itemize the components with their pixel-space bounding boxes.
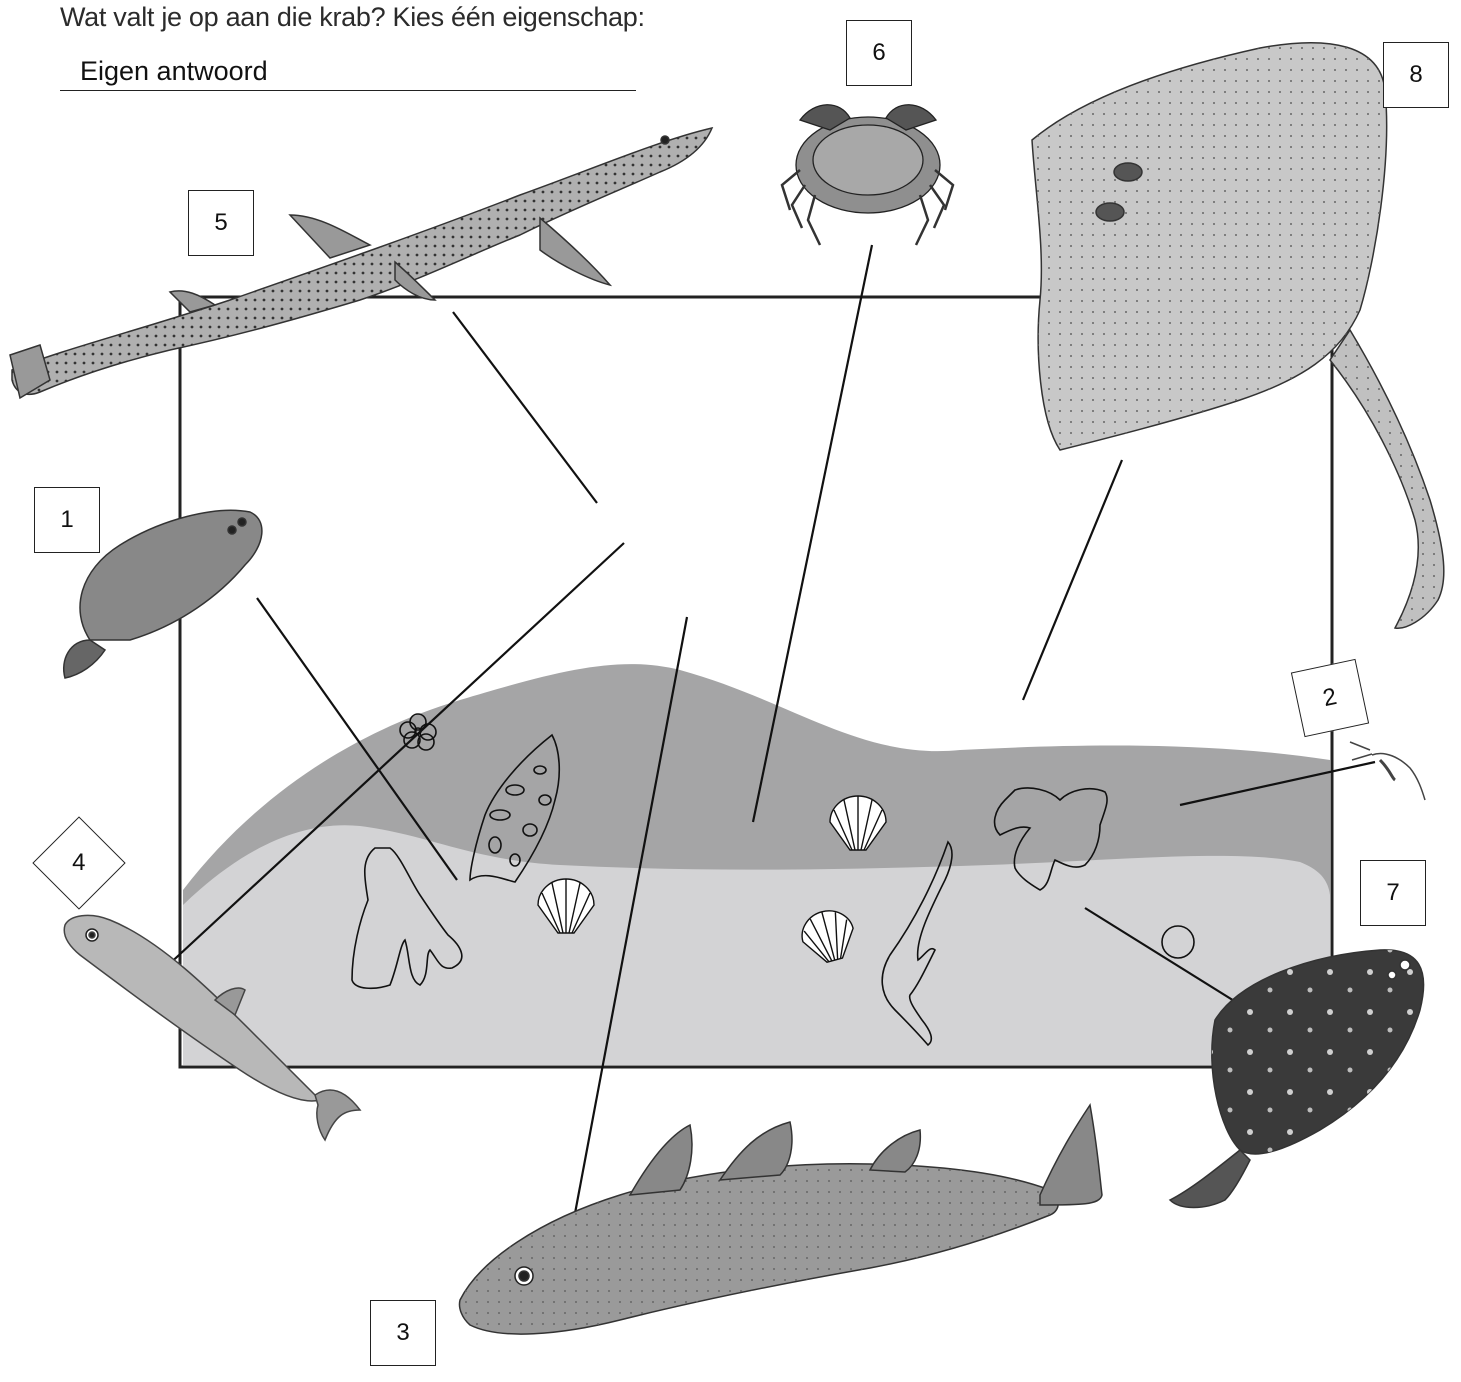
label-box-2[interactable]: 2 (1291, 659, 1369, 737)
label-box-6[interactable]: 6 (846, 20, 912, 86)
shrimp-icon (1350, 742, 1425, 800)
label-box-1[interactable]: 1 (34, 487, 100, 553)
label-5: 5 (214, 209, 227, 237)
crab-icon (782, 105, 953, 245)
label-box-3[interactable]: 3 (370, 1300, 436, 1366)
label-box-8[interactable]: 8 (1383, 42, 1449, 108)
label-6: 6 (872, 39, 885, 67)
label-1: 1 (60, 506, 73, 534)
label-8: 8 (1409, 61, 1422, 89)
label-box-5[interactable]: 5 (188, 190, 254, 256)
label-2: 2 (1321, 683, 1340, 713)
cod-icon (459, 1105, 1102, 1334)
label-box-7[interactable]: 7 (1360, 860, 1426, 926)
label-4: 4 (72, 849, 85, 877)
label-7: 7 (1386, 879, 1399, 907)
label-3: 3 (396, 1319, 409, 1347)
